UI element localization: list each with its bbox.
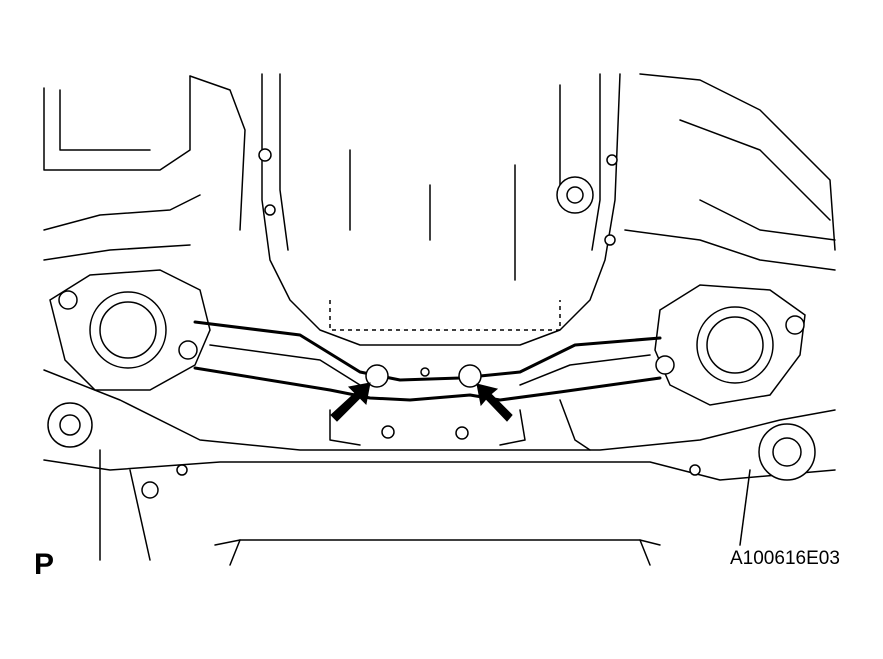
view-label: P	[34, 548, 55, 581]
figure-id: A100616E03	[730, 548, 840, 569]
transmission-case	[258, 73, 621, 346]
arrow-right	[476, 383, 513, 422]
lower-crossmember	[43, 369, 836, 566]
left-exhaust-flange	[49, 269, 211, 391]
right-exhaust-flange	[654, 284, 806, 406]
transmission-support-member	[193, 320, 662, 402]
arrow-left	[330, 382, 371, 422]
body-outline	[43, 73, 836, 271]
